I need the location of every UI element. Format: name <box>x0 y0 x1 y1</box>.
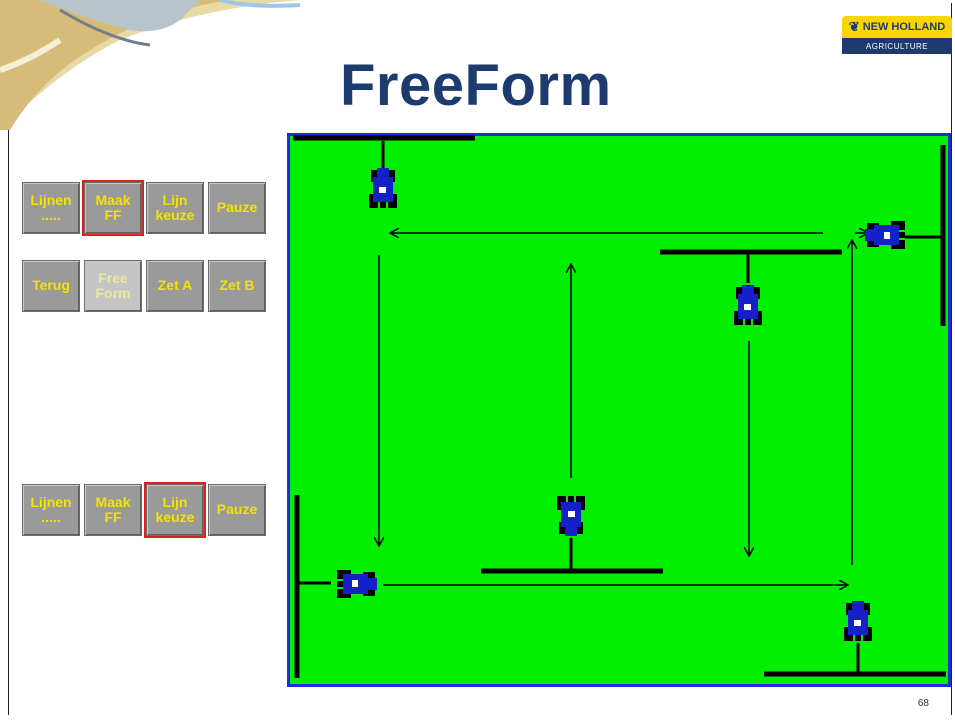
slide-frame <box>8 3 952 715</box>
page-number: 68 <box>917 698 929 709</box>
pauze-button[interactable]: Pauze <box>208 182 266 234</box>
button-panel-2: Terug Free Form Zet A Zet B <box>22 260 266 312</box>
page-title: FreeForm <box>340 53 612 118</box>
zet-a-button[interactable]: Zet A <box>146 260 204 312</box>
zet-b-button[interactable]: Zet B <box>208 260 266 312</box>
tractor-icon-center-right <box>734 285 762 325</box>
free-form-button[interactable]: Free Form <box>84 260 142 312</box>
lijnen-button[interactable]: Lijnen ..... <box>22 182 80 234</box>
connector-lines <box>297 141 943 674</box>
tractor-icon-center <box>557 496 585 536</box>
tractor-icon-bottom-right <box>844 601 872 641</box>
maak-ff-button[interactable]: Maak FF <box>82 180 144 236</box>
leaf-icon: ❦ <box>848 19 860 34</box>
pauze-button[interactable]: Pauze <box>208 484 266 536</box>
lijnen-button[interactable]: Lijnen ..... <box>22 484 80 536</box>
tractor-icon-top-left <box>369 168 397 208</box>
button-panel-1: Lijnen ..... Maak FF Lijn keuze Pauze <box>22 180 266 236</box>
tractor-icon-top-right <box>865 221 905 249</box>
button-panel-3: Lijnen ..... Maak FF Lijn keuze Pauze <box>22 482 266 538</box>
lijn-keuze-button[interactable]: Lijn keuze <box>146 182 204 234</box>
terug-button[interactable]: Terug <box>22 260 80 312</box>
field-area <box>287 133 951 687</box>
new-holland-logo: ❦NEW HOLLAND AGRICULTURE <box>842 16 952 56</box>
lijn-keuze-button[interactable]: Lijn keuze <box>144 482 206 538</box>
maak-ff-button[interactable]: Maak FF <box>84 484 142 536</box>
tractor-icon-bottom-left <box>337 570 377 598</box>
path-arrows <box>379 233 867 585</box>
field-diagram <box>287 133 951 687</box>
corner-swoosh-graphic <box>0 0 300 130</box>
